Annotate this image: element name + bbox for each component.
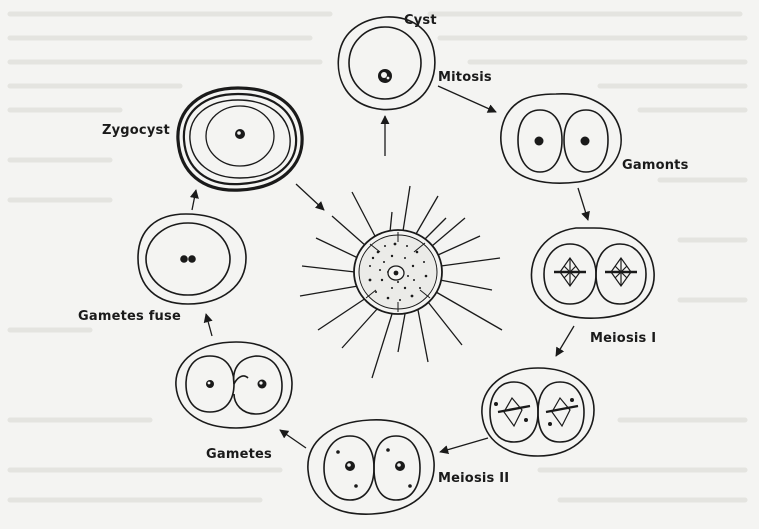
meiosis-dividing-stage bbox=[482, 368, 594, 456]
spindle-left bbox=[554, 258, 586, 286]
spindle-lower-right bbox=[546, 398, 578, 426]
zygocyst-stage bbox=[178, 88, 302, 190]
label-meiosis-2: Meiosis II bbox=[438, 471, 509, 486]
label-gametes: Gametes bbox=[206, 447, 272, 462]
arrow-meiosis-1 bbox=[556, 326, 574, 356]
cyst-stage bbox=[338, 17, 435, 110]
label-mitosis: Mitosis bbox=[438, 70, 492, 85]
spindle-lower-left bbox=[494, 398, 530, 426]
arrow-to-zygocyst bbox=[192, 190, 196, 210]
arrow-zygocyst-to-trophozoite bbox=[296, 184, 324, 210]
spindle-right bbox=[605, 258, 637, 286]
arrow-to-gametes bbox=[280, 430, 306, 448]
meiosis-1-stage bbox=[531, 228, 654, 318]
meiosis-2-stage bbox=[308, 420, 434, 514]
label-meiosis-1: Meiosis I bbox=[590, 331, 656, 346]
label-gametes-fuse: Gametes fuse bbox=[78, 309, 181, 324]
gametes-fuse-stage bbox=[138, 214, 246, 304]
label-cyst: Cyst bbox=[404, 13, 437, 28]
label-gamonts: Gamonts bbox=[622, 158, 689, 173]
arrow-gamonts-to-meiosis bbox=[578, 188, 588, 220]
label-zygocyst: Zygocyst bbox=[102, 123, 170, 138]
gamonts-stage bbox=[501, 94, 621, 183]
arrow-mitosis bbox=[438, 86, 496, 112]
arrow-gametes-fuse bbox=[206, 314, 212, 336]
gametes-stage bbox=[176, 342, 292, 428]
arrow-meiosis-2 bbox=[440, 438, 488, 452]
central-trophozoite bbox=[300, 186, 502, 378]
